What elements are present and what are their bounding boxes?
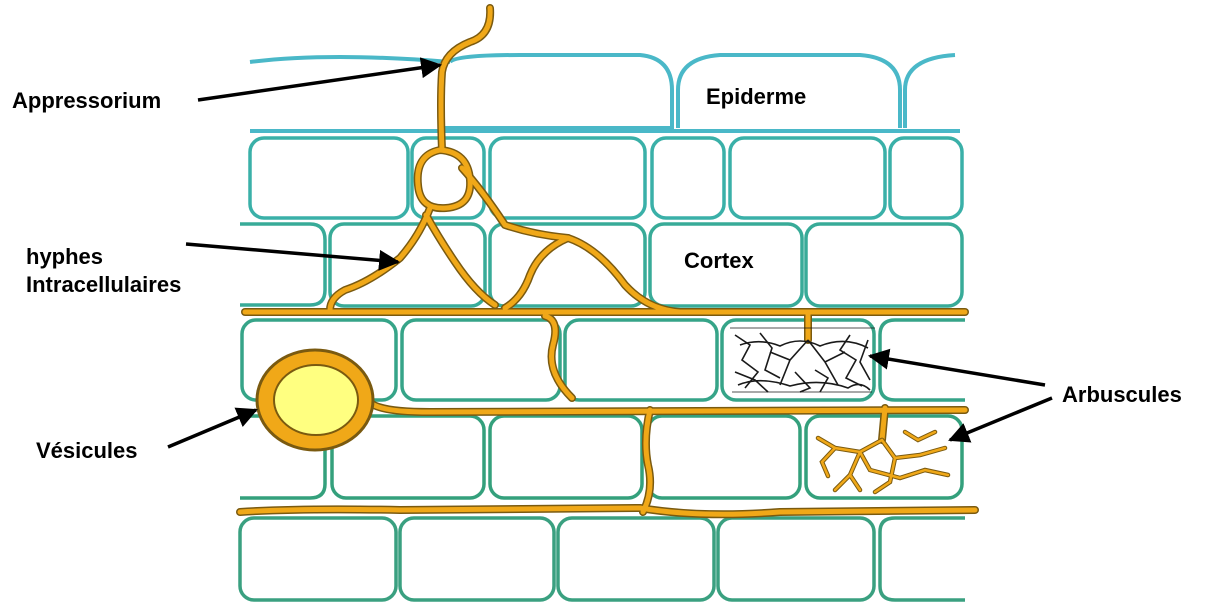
cortex-cell <box>490 138 645 218</box>
cortex-row-5 <box>240 518 965 600</box>
cortex-cell <box>880 518 965 600</box>
epidermis-top-line <box>250 57 450 62</box>
cortex-cell <box>240 518 396 600</box>
label-cortex: Cortex <box>684 248 754 273</box>
cortex-cell <box>240 224 325 305</box>
cortex-cell <box>490 416 642 498</box>
cortex-cell <box>648 416 800 498</box>
cortex-cell <box>890 138 962 218</box>
cortex-cell <box>652 138 724 218</box>
epidermis-cell-3 <box>905 55 955 128</box>
label-hyphes-line2: Intracellulaires <box>26 272 181 297</box>
arrow-hyphes <box>186 244 398 262</box>
cortex-cell <box>250 138 408 218</box>
epidermis-cell-1 <box>440 55 672 128</box>
label-vesicules: Vésicules <box>36 438 138 463</box>
vesicle <box>257 350 373 450</box>
cortex-cell <box>400 518 554 600</box>
cortex-row-1 <box>250 138 962 218</box>
cortex-cell <box>402 320 560 400</box>
arrow-arbuscules-1 <box>870 356 1045 385</box>
cortex-cell <box>558 518 714 600</box>
cortex-row-2 <box>240 224 962 306</box>
arrow-appressorium <box>198 65 440 100</box>
cortex-cell <box>565 320 717 400</box>
arrow-arbuscules-2 <box>950 398 1052 440</box>
arbuscule-orange <box>818 432 948 492</box>
label-epiderme: Epiderme <box>706 84 806 109</box>
arrow-vesicules <box>168 410 256 447</box>
label-appressorium: Appressorium <box>12 88 161 113</box>
epidermis-layer <box>250 55 960 131</box>
arbuscule-dark <box>730 328 875 392</box>
cortex-cell <box>806 224 962 306</box>
label-hyphes-line1: hyphes <box>26 244 103 269</box>
cortex-cell <box>730 138 885 218</box>
label-arbuscules: Arbuscules <box>1062 382 1182 407</box>
cortex-cell <box>718 518 874 600</box>
cortex-cell <box>722 320 874 400</box>
